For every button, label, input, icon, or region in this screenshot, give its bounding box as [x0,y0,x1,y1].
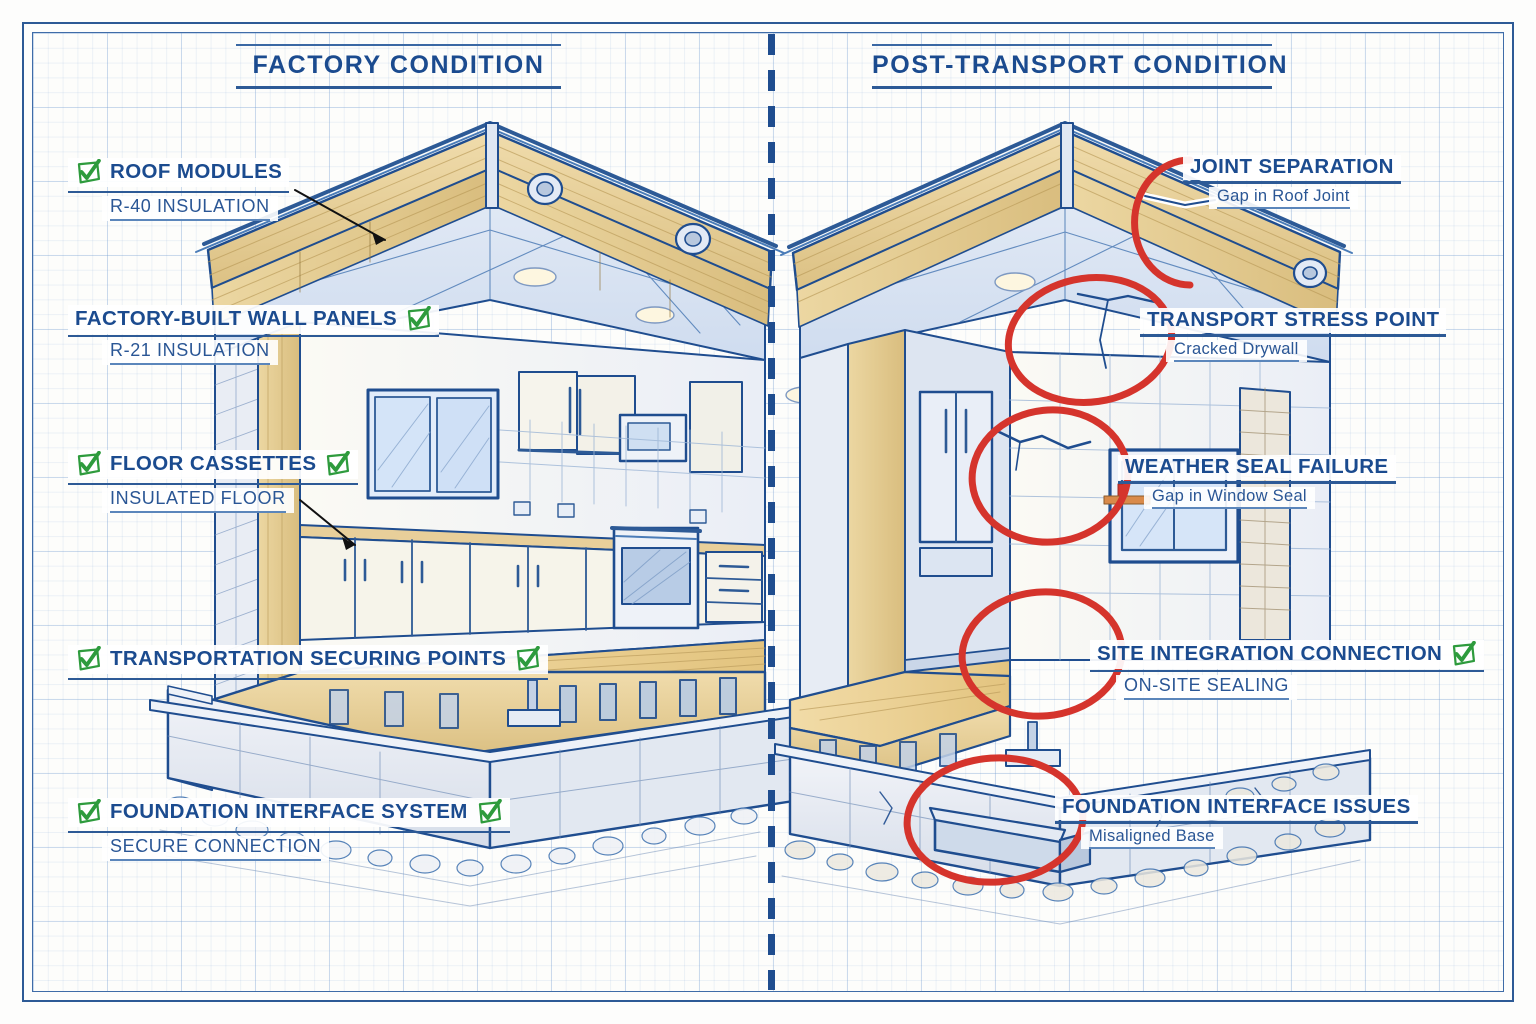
callout-subtitle-row: Gap in Roof Joint [1209,186,1358,210]
callout-subtitle-underline [110,859,322,861]
highlight-roof-joint [1131,156,1194,289]
callout-subtitle-underline [110,363,270,365]
callout-subtitle: Cracked Drywall [1174,339,1299,358]
callout-weather-seal-failure[interactable]: WEATHER SEAL FAILURE Gap in Window Seal [1118,455,1396,510]
callout-subtitle-row: Misaligned Base [1081,826,1223,850]
callout-underline [1118,481,1396,484]
check-badge-right [476,799,503,825]
check-badge-right [1450,641,1477,667]
leader-lines-left [294,189,386,546]
callout-title: SITE INTEGRATION CONNECTION [1097,641,1443,665]
callout-subtitle: ON-SITE SEALING [1124,675,1290,696]
callout-subtitle: Misaligned Base [1089,826,1215,845]
callout-title-row: FOUNDATION INTERFACE ISSUES [1055,795,1418,821]
callout-underline [1140,334,1447,337]
check-badge-left [75,159,102,185]
title-rule-top [872,44,1272,46]
check-badge-icon [77,451,101,476]
check-badge-right [405,306,432,332]
callout-title-row: FOUNDATION INTERFACE SYSTEM [68,798,510,827]
check-badge-icon [77,159,101,184]
callout-subtitle-row: R-21 INSULATION [102,340,278,365]
callout-underline [1183,181,1401,184]
callout-subtitle-row: R-40 INSULATION [102,196,278,221]
callout-subtitle: Gap in Roof Joint [1217,186,1350,205]
callout-title: FOUNDATION INTERFACE ISSUES [1062,795,1411,818]
check-badge-icon [77,799,101,824]
callout-title: FACTORY-BUILT WALL PANELS [75,306,398,330]
callout-underline [68,335,440,338]
check-badge-icon [1453,641,1477,666]
callout-title-row: SITE INTEGRATION CONNECTION [1090,640,1485,669]
check-badge-icon [407,306,431,331]
callout-subtitle-underline [110,219,270,221]
callout-subtitle-row: INSULATED FLOOR [102,488,294,513]
callout-subtitle: INSULATED FLOOR [110,488,286,509]
callout-underline [68,191,290,194]
callout-title: FOUNDATION INTERFACE SYSTEM [110,799,468,823]
callout-subtitle-row: Gap in Window Seal [1144,486,1315,510]
callout-wall-panels[interactable]: FACTORY-BUILT WALL PANELS R-21 INSULATION [68,305,440,365]
check-badge-right [324,451,351,477]
panel-divider [768,34,775,990]
check-badge-icon [478,799,502,824]
callout-joint-separation[interactable]: JOINT SEPARATION Gap in Roof Joint [1183,155,1401,210]
callout-title-row: WEATHER SEAL FAILURE [1118,455,1396,481]
callout-title: ROOF MODULES [110,159,283,183]
callout-title: FLOOR CASSETTES [110,451,317,475]
check-badge-icon [327,451,351,476]
callout-title-row: ROOF MODULES [68,158,290,187]
callout-subtitle: Gap in Window Seal [1152,486,1307,505]
callout-foundation-interface-issues[interactable]: FOUNDATION INTERFACE ISSUES Misaligned Ba… [1055,795,1418,850]
panel-title-factory: FACTORY CONDITION [236,44,561,89]
callout-subtitle-underline [1174,360,1299,363]
callout-subtitle-underline [1152,507,1307,510]
callout-underline [68,831,510,834]
panel-title-post-transport-label: POST-TRANSPORT CONDITION [872,51,1289,79]
callout-underline [1055,821,1418,824]
callout-title-row: FLOOR CASSETTES [68,450,359,479]
check-badge-right [514,646,541,672]
callout-subtitle: SECURE CONNECTION [110,836,322,857]
callout-title: TRANSPORTATION SECURING POINTS [110,646,507,670]
callout-title: TRANSPORT STRESS POINT [1147,308,1440,331]
callout-title-row: JOINT SEPARATION [1183,155,1401,181]
callout-subtitle-underline [1089,847,1215,850]
check-badge-left [75,646,102,672]
panel-title-factory-label: FACTORY CONDITION [252,51,545,79]
check-badge-icon [77,646,101,671]
callout-underline [68,483,359,486]
callout-subtitle-underline [110,511,286,513]
check-badge-left [75,799,102,825]
callout-securing-points[interactable]: TRANSPORTATION SECURING POINTS [68,645,549,681]
callout-subtitle-row: SECURE CONNECTION [102,836,330,861]
callout-transport-stress-point[interactable]: TRANSPORT STRESS POINT Cracked Drywall [1140,308,1447,363]
title-rule-bottom [236,86,561,89]
callout-subtitle-row: Cracked Drywall [1166,339,1307,363]
callout-title-row: FACTORY-BUILT WALL PANELS [68,305,440,334]
panel-title-post-transport: POST-TRANSPORT CONDITION [872,44,1289,89]
callout-roof-modules[interactable]: ROOF MODULES R-40 INSULATION [68,158,290,221]
callout-subtitle: R-21 INSULATION [110,340,270,361]
check-badge-left [75,451,102,477]
callout-title-row: TRANSPORTATION SECURING POINTS [68,645,549,674]
title-rule-top [236,44,561,46]
check-badge-icon [517,646,541,671]
callout-subtitle-underline [1124,698,1290,700]
callout-underline [68,678,549,681]
callout-foundation-interface-system[interactable]: FOUNDATION INTERFACE SYSTEM SECURE CONNEC… [68,798,510,861]
title-rule-bottom [872,86,1272,89]
callout-title: JOINT SEPARATION [1190,155,1394,178]
callout-title: WEATHER SEAL FAILURE [1125,455,1389,478]
callout-underline [1090,670,1485,673]
callout-subtitle: R-40 INSULATION [110,196,270,217]
callout-site-integration-connection[interactable]: SITE INTEGRATION CONNECTION ON-SITE SEALI… [1090,640,1485,700]
callout-title-row: TRANSPORT STRESS POINT [1140,308,1447,334]
callout-floor-cassettes[interactable]: FLOOR CASSETTES INSULATED FLOOR [68,450,359,513]
callout-subtitle-row: ON-SITE SEALING [1116,675,1298,700]
callout-subtitle-underline [1217,207,1350,210]
